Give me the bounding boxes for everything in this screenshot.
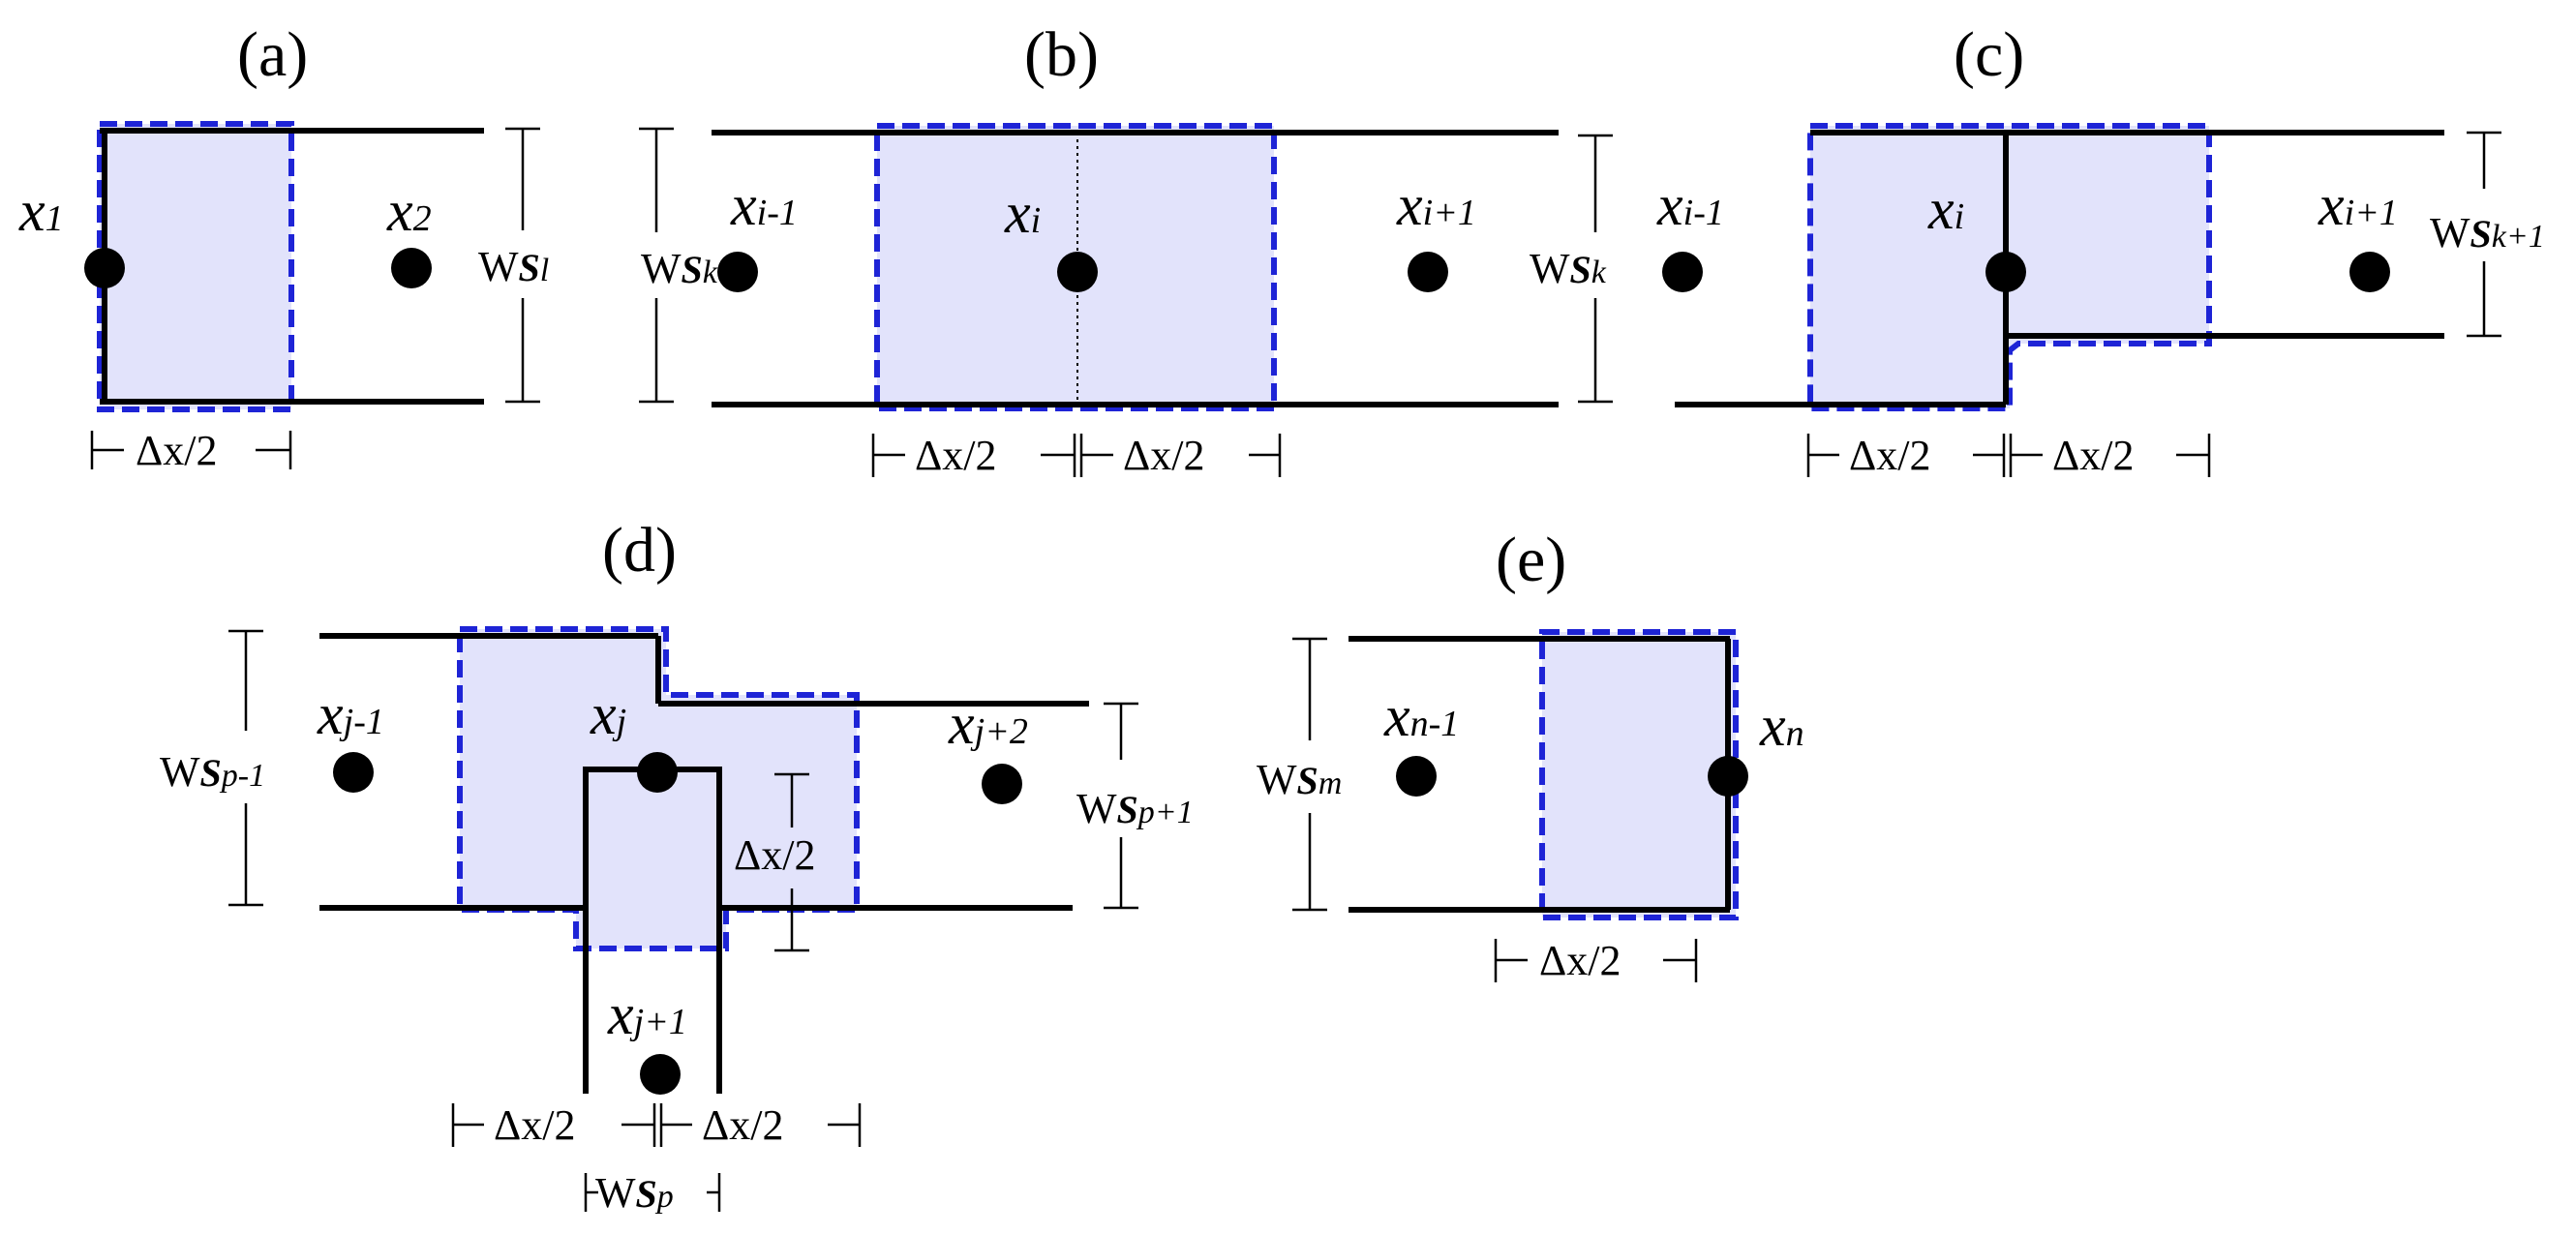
node-xi-b-label: xi	[1004, 181, 1041, 245]
width-dimension-e: WSm	[1257, 637, 1342, 912]
dx-label-b-right: Δx/2	[1123, 432, 1205, 479]
width-label-b: WSk	[641, 245, 718, 292]
node-xi-1-c	[1662, 252, 1703, 292]
width-label-d-right: WSp+1	[1076, 785, 1194, 832]
panel-a: (a) x1 x2 WSl Δx/2	[18, 19, 549, 474]
width-label-d-left: WSp-1	[160, 748, 265, 796]
node-xj-1-d-label: xj-1	[317, 682, 384, 746]
node-xj-1-d	[333, 752, 374, 793]
width-dimension-c-left: WSk	[1530, 134, 1613, 404]
panel-e-label: (e)	[1496, 525, 1566, 595]
node-xj+1-d	[640, 1054, 681, 1095]
node-xn-1-label: xn-1	[1383, 684, 1459, 748]
dx-label-e: Δx/2	[1539, 937, 1621, 984]
node-xi-1-b	[717, 252, 758, 292]
node-xn-1	[1396, 756, 1437, 797]
dx-label-d-right: Δx/2	[702, 1101, 784, 1149]
width-dimension-b: WSk	[639, 127, 718, 404]
width-label-c-left: WSk	[1530, 245, 1607, 292]
node-x2-label: x2	[386, 179, 432, 243]
panel-c: (c) WSk xi-1 xi xi+1 WSk+1	[1530, 19, 2545, 479]
width-label-e: WSm	[1257, 756, 1342, 803]
node-xi+1-c-label: xi+1	[2318, 173, 2398, 237]
node-xj-d	[637, 752, 678, 793]
dx-dimension-e: Δx/2	[1494, 937, 1698, 984]
width-dimension-a: WSl	[478, 127, 549, 404]
dx-label-b-left: Δx/2	[915, 432, 997, 479]
node-xj+1-d-label: xj+1	[607, 982, 687, 1046]
width-dimension-d-bottom: WSp	[584, 1169, 721, 1217]
node-xn	[1708, 756, 1748, 797]
panel-a-label: (a)	[237, 19, 308, 90]
node-xj+2-d-label: xj+2	[948, 692, 1028, 756]
node-xn-label: xn	[1759, 694, 1804, 758]
dx-label-d-left: Δx/2	[494, 1101, 576, 1149]
dx-label-c-right: Δx/2	[2052, 432, 2135, 479]
dx-dimension-c: Δx/2 Δx/2	[1806, 432, 2211, 479]
panel-d-label: (d)	[602, 515, 677, 586]
panel-b-label: (b)	[1024, 19, 1099, 90]
node-xj+2-d	[982, 764, 1022, 804]
dx-label-a: Δx/2	[136, 427, 218, 474]
width-label-c-right: WSk+1	[2430, 209, 2545, 256]
dx-dimension-a: Δx/2	[90, 427, 292, 474]
node-xi-1-c-label: xi-1	[1656, 173, 1724, 237]
panel-e: (e) WSm xn-1 xn Δx/2	[1257, 525, 1804, 984]
width-dimension-d-left: WSp-1	[160, 629, 265, 907]
dx-dimension-b: Δx/2 Δx/2	[871, 432, 1282, 479]
control-volume-a	[97, 121, 294, 412]
node-x1	[84, 248, 125, 288]
node-xi-c-label: xi	[1927, 177, 1964, 241]
node-x2	[391, 248, 432, 288]
node-xi-c	[1985, 252, 2026, 292]
width-dimension-c-right: WSk+1	[2430, 131, 2545, 338]
node-xi-1-b-label: xi-1	[730, 173, 798, 237]
node-xi+1-c	[2349, 252, 2390, 292]
node-xi+1-b-label: xi+1	[1396, 173, 1476, 237]
panel-d: (d) WSp-1 xj-1 xj xj+2 xj+1 Δx/2	[160, 515, 1194, 1217]
node-xj-d-label: xj	[590, 682, 626, 746]
dx-dimension-d-horizontal: Δx/2 Δx/2	[451, 1101, 862, 1149]
width-label-d-bottom: WSp	[595, 1169, 674, 1217]
node-xi+1-b	[1408, 252, 1448, 292]
dx-dimension-d-vertical: Δx/2	[734, 772, 816, 952]
width-label-a: WSl	[478, 243, 549, 290]
node-x1-label: x1	[18, 179, 64, 243]
width-dimension-d-right: WSp+1	[1076, 702, 1194, 910]
dx-label-c-left: Δx/2	[1849, 432, 1931, 479]
node-xi-b	[1057, 252, 1098, 292]
dx-label-d-vertical: Δx/2	[734, 831, 816, 879]
control-volume-e	[1539, 629, 1739, 920]
panel-c-label: (c)	[1954, 19, 2024, 90]
panel-b: (b) WSk xi-1 xi xi+1 Δx/2 Δx/2	[639, 19, 1559, 479]
